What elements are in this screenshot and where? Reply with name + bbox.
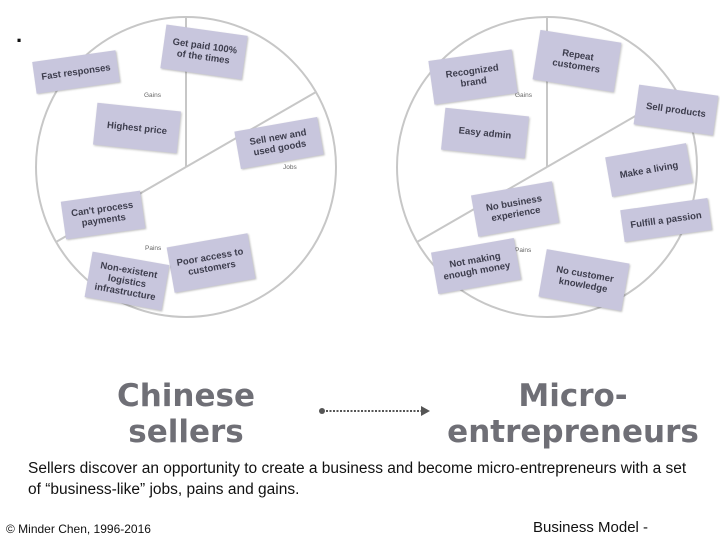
transition-arrow bbox=[319, 406, 430, 416]
note-highest-price: Highest price bbox=[93, 102, 181, 154]
copyright-footer: © Minder Chen, 1996-2016 bbox=[6, 522, 151, 536]
description-text: Sellers discover an opportunity to creat… bbox=[28, 460, 687, 498]
arrow-start-dot bbox=[319, 408, 325, 414]
right-pains-label: Pains bbox=[515, 247, 532, 254]
title-chinese-sellers: Chinese sellers bbox=[116, 378, 256, 450]
arrow-head bbox=[421, 406, 430, 416]
left-jobs-label: Jobs bbox=[283, 164, 297, 171]
right-gains-label: Gains bbox=[515, 92, 532, 99]
title-micro-entrepreneurs: Micro- entrepreneurs bbox=[447, 378, 699, 450]
left-gains-label: Gains bbox=[144, 92, 161, 99]
bullet-marker: . bbox=[16, 22, 23, 47]
note-easy-admin: Easy admin bbox=[441, 107, 529, 159]
page-label-footer: Business Model - bbox=[533, 519, 649, 536]
left-pains-label: Pains bbox=[145, 245, 162, 252]
